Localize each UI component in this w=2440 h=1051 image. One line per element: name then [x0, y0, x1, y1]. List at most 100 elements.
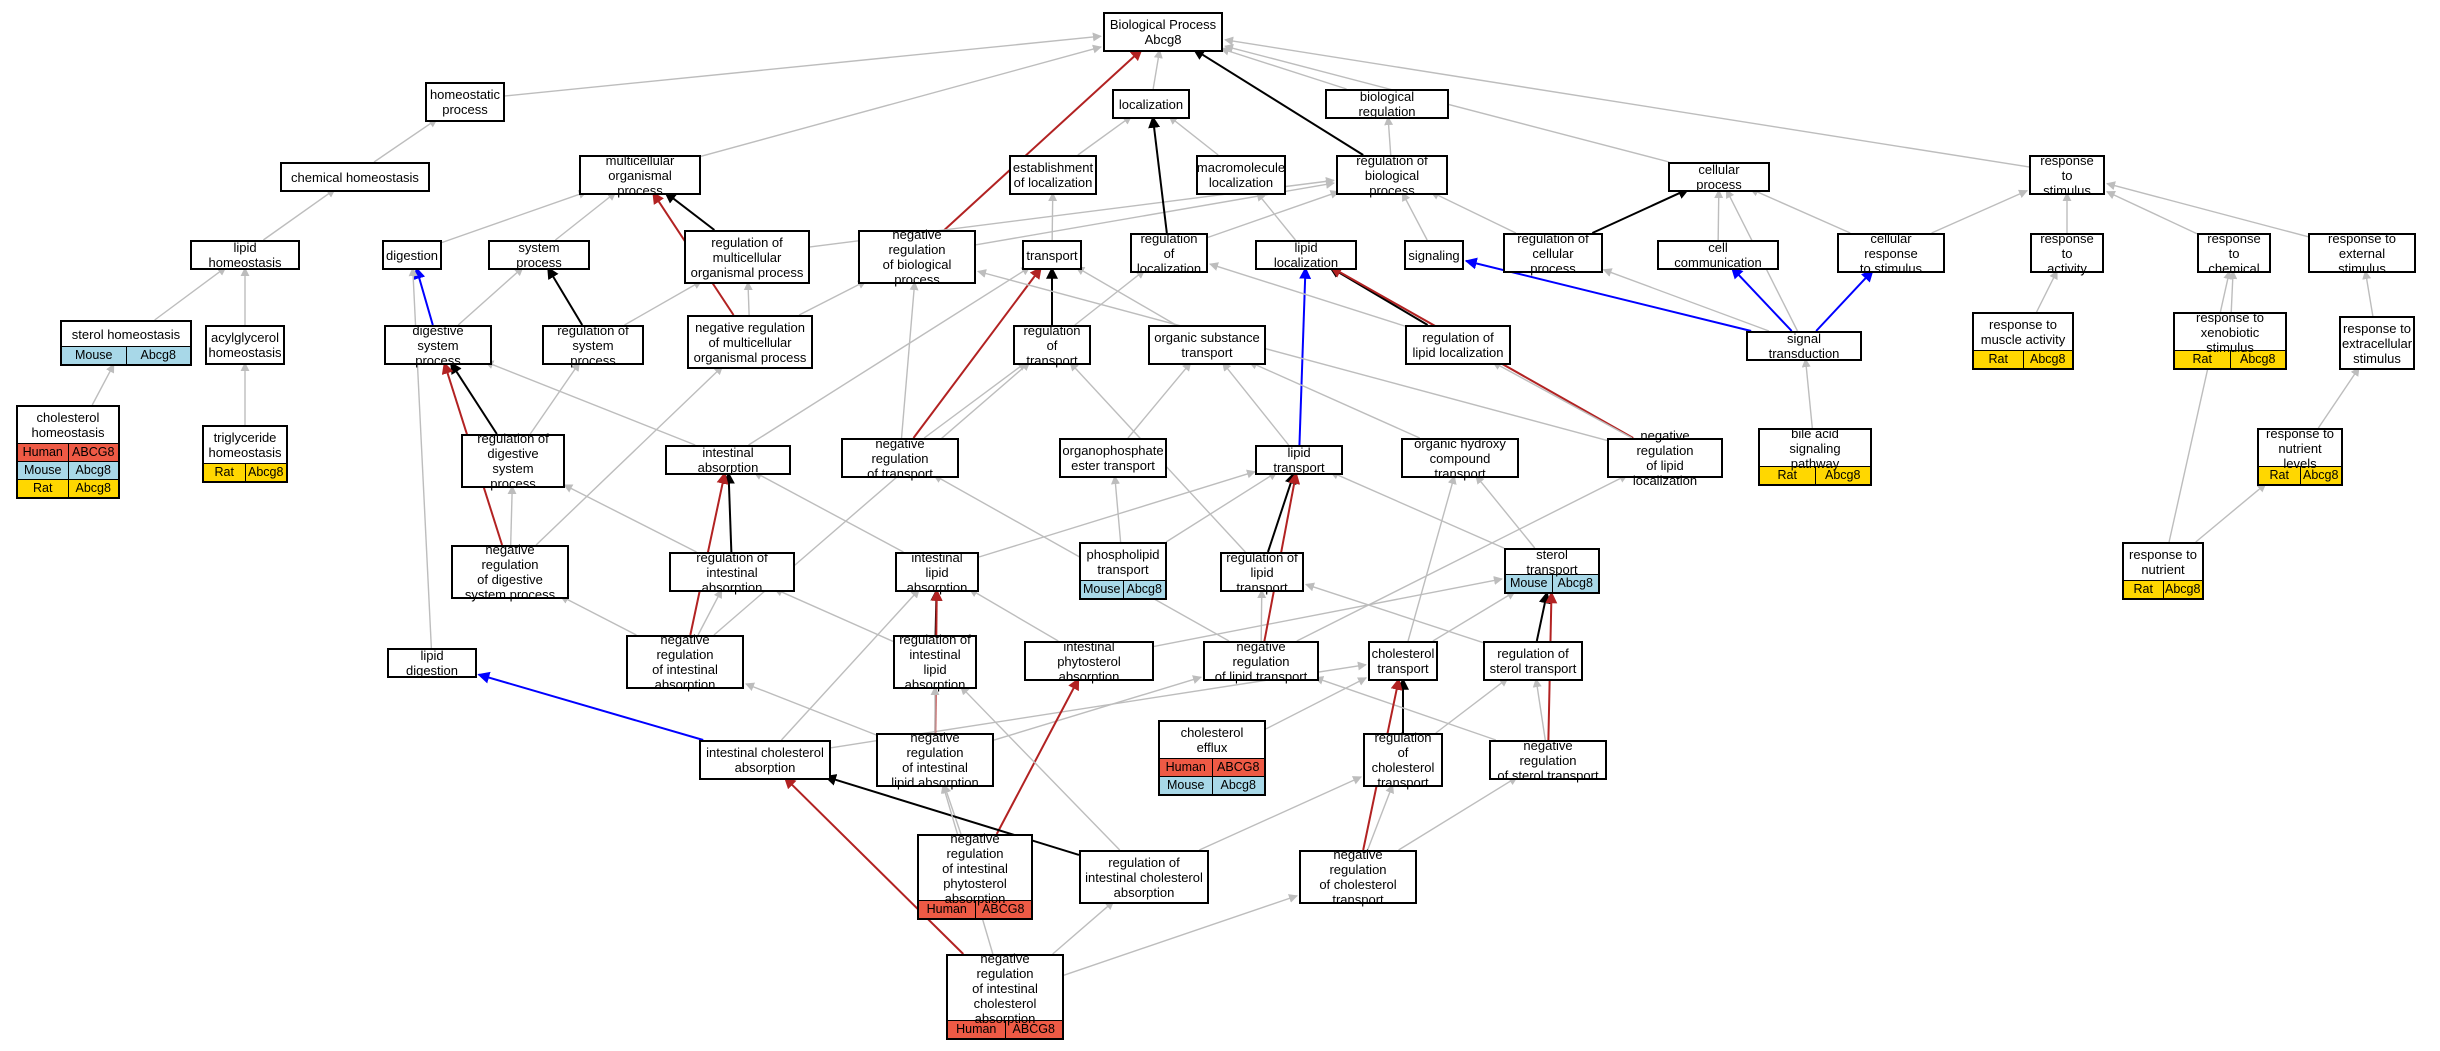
node-respchem: response to chemical [2197, 231, 2271, 276]
species-label: Rat [1988, 352, 2008, 366]
gene-label: Abcg8 [1211, 777, 1265, 794]
node-label: cellular process [1696, 162, 1742, 192]
edge-negregmulti-to-regmulti [743, 281, 753, 316]
edge-sigtrans-to-regcell [1602, 268, 1770, 332]
edge-negregintlipid-to-negreglipidtrans [993, 675, 1202, 741]
gene-label: ABCG8 [1004, 1021, 1063, 1038]
node-multicell: multicellular organismal process [579, 153, 701, 198]
edge-respxeno-to-respchem [2228, 270, 2238, 313]
edge-organophos-to-orgsubst [1127, 361, 1192, 439]
edge-negregintchol-to-intchol [783, 776, 964, 955]
edge-sigtrans-to-cellresp [1815, 269, 1874, 332]
edge-regintchol-to-regcholtrans [1199, 776, 1362, 851]
edge-lipidhomeo-to-chemhomeo [262, 188, 336, 241]
edge-bioreg-to-bp [1220, 46, 1347, 90]
edge-respmuscle-to-respact [2035, 269, 2058, 313]
node-label: negative regulation of lipid localizatio… [1632, 428, 1698, 488]
annotation-row: Rat Abcg8 [204, 463, 286, 481]
edge-intchol-to-intlipidabs [780, 588, 920, 741]
gene-label: ABCG8 [1211, 759, 1265, 776]
edge-regintabs-to-intabs [722, 471, 735, 553]
node-label: regulation of cellular process [1517, 230, 1589, 276]
node-chemhomeo: chemical homeostasis [280, 162, 430, 192]
node-label: lipid homeostasis [208, 240, 282, 270]
node-label: signaling [1408, 247, 1460, 263]
edge-reglipidtrans-to-lipidtrans [1266, 471, 1297, 553]
species-label: Mouse [1509, 576, 1548, 590]
node-label: intestinal phytosterol absorption [1057, 638, 1121, 684]
node-label: localization [1118, 96, 1184, 112]
node-label: regulation of intestinal absorption [696, 549, 768, 595]
edge-lipidtrans-to-orgsubst [1222, 361, 1290, 446]
edge-intchol-to-lipiddig [477, 671, 704, 741]
edge-negregtrans-to-regtransport [923, 361, 1027, 439]
edge-negreglipidloc-to-reglipidloc [1491, 361, 1633, 439]
edge-negregtrans-to-negregbio [900, 281, 919, 439]
edge-sterolhomeo-to-lipidhomeo [154, 266, 227, 321]
node-transport: transport [1022, 240, 1082, 270]
node-negregphyto: negative regulation of intestinal phytos… [917, 831, 1033, 920]
node-label: response to nutrient levels [2266, 425, 2334, 471]
node-label: regulation of cholesterol transport [1371, 730, 1435, 790]
gene-label: Abcg8 [2022, 351, 2073, 368]
edge-respstim-to-bp [1224, 36, 2030, 168]
edge-cellresp-to-respstim [1931, 189, 2028, 234]
edge-intlipidabs-to-lipidtrans [978, 469, 1256, 558]
node-label: negative regulation of multicellular org… [693, 319, 807, 365]
edge-regbio-to-bioreg [1384, 116, 1394, 156]
node-label: digestion [385, 247, 439, 263]
node-label: regulation of lipid transport [1226, 549, 1298, 595]
species-label: Human [1165, 760, 1206, 774]
node-negregcholtrans: negative regulation of cholesterol trans… [1299, 847, 1417, 907]
node-reglipidloc: regulation of lipid localization [1405, 325, 1511, 365]
node-label: negative regulation of transport [867, 435, 933, 481]
edge-negregintabs-to-negregdig [559, 595, 637, 636]
edge-regsys-to-regmulti [624, 280, 703, 326]
edge-sysproc-to-multicell [554, 191, 617, 241]
node-label: homeostatic process [429, 87, 501, 117]
species-label: Human [926, 902, 967, 916]
edge-cellresp-to-cellproc [1749, 187, 1851, 234]
edge-regloc-to-localization [1148, 115, 1168, 234]
node-intchol: intestinal cholesterol absorption [699, 740, 831, 780]
edge-steroltrans-to-lipidtrans [1329, 470, 1505, 549]
node-label: negative regulation of intestinal absorp… [652, 632, 718, 692]
node-digestion: digestion [382, 240, 442, 270]
node-regsys: regulation of system process [542, 322, 644, 368]
node-label: negative regulation of intestinal lipid … [891, 730, 979, 790]
edge-negreglipidtrans-to-reglipidtrans [1257, 589, 1267, 642]
node-regbio: regulation of biological process [1336, 153, 1448, 198]
edge-respnutlev-to-respextra [2317, 366, 2360, 429]
gene-label: Abcg8 [67, 462, 119, 479]
edge-intlipidabs-to-intabs [753, 471, 904, 553]
node-regintlipid: regulation of intestinal lipid absorptio… [893, 632, 977, 692]
gene-label: Abcg8 [67, 480, 119, 497]
species-label: Rat [214, 465, 234, 479]
node-label: cellular response to stimulus [1859, 230, 1923, 276]
node-label: digestive system process [412, 322, 464, 368]
species-label: Rat [2192, 352, 2212, 366]
node-regcholtrans: regulation of cholesterol transport [1363, 730, 1443, 790]
edge-intabs-to-transport [748, 266, 1031, 446]
node-label: macromolecule localization [1196, 160, 1286, 190]
node-label: regulation of system process [557, 322, 629, 368]
node-negregsteroltrans: negative regulation of sterol transport [1489, 738, 1607, 783]
gene-label: ABCG8 [974, 901, 1032, 918]
node-estloc: establishment of localization [1009, 155, 1097, 195]
gene-label: Abcg8 [244, 464, 287, 481]
edge-orghydroxy-to-orgsubst [1248, 361, 1420, 439]
node-intlipidabs: intestinal lipid absorption [895, 550, 979, 595]
node-negregintabs: negative regulation of intestinal absorp… [626, 632, 744, 692]
edge-digestion-to-multicell [441, 190, 588, 244]
node-label: lipid transport [1273, 445, 1325, 475]
gene-label: Abcg8 [2229, 351, 2286, 368]
edge-negregcholtrans-to-negregsteroltrans [1398, 776, 1518, 851]
edge-regintchol-to-regintlipid [960, 685, 1121, 851]
node-label: phospholipid transport [1086, 547, 1160, 577]
node-lipidhomeo: lipid homeostasis [190, 240, 300, 270]
